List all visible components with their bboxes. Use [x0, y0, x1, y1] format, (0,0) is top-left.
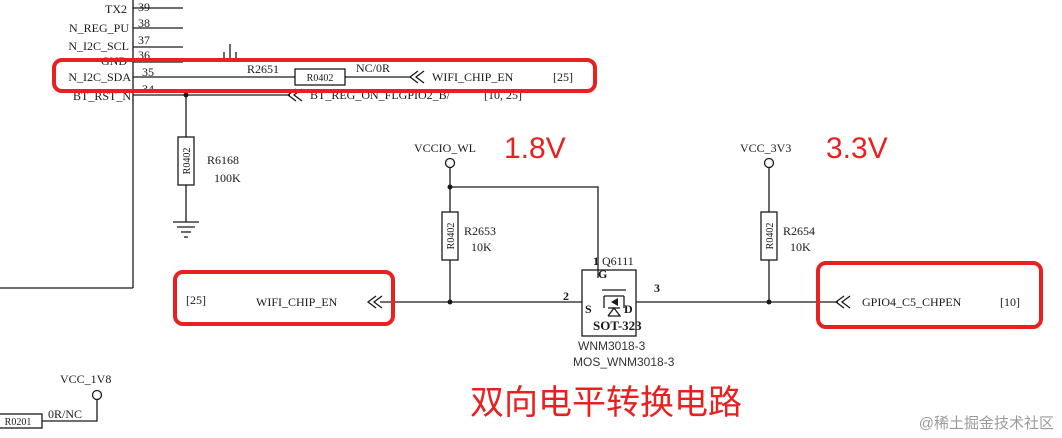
pin-label-n-i2c-scl: N_I2C_SCL: [68, 39, 129, 53]
vccio-wl-terminal: [444, 157, 456, 169]
mosfet-pin-num-d: 3: [654, 281, 660, 295]
caption: 双向电平转换电路: [470, 384, 742, 422]
mosfet-pin-num-s: 2: [563, 289, 569, 303]
net-arrow-left-2: [372, 295, 383, 309]
mosfet-pin-label-d: D: [624, 302, 633, 316]
vcc-1v8-block: VCC_1V8 R0201 0R/NC: [0, 372, 111, 429]
vcc-1v8-name: VCC_1V8: [60, 372, 111, 386]
net-left-ref: [25]: [186, 293, 206, 307]
net-right-name: GPIO4_C5_CHPEN: [862, 295, 962, 309]
level-shifter: VCCIO_WL 1.8V R0402 R2653 10K WIFI_CHIP_…: [173, 132, 1043, 369]
pin-num-38: 38: [138, 16, 150, 30]
vcc-1v8-wire: [42, 400, 98, 422]
pin-num-39: 39: [138, 0, 150, 14]
r2653-value: 10K: [471, 240, 492, 254]
net-arrow-top-1: [408, 70, 419, 84]
mosfet-q6111-body: [581, 269, 637, 337]
r2653-package: R0402: [446, 223, 457, 250]
r2651-value: NC/0R: [356, 61, 390, 75]
mosfet-package: SOT-323: [593, 318, 642, 333]
watermark: @稀土掘金技术社区: [919, 415, 1054, 432]
net-arrow-top-2: [414, 70, 425, 84]
r2654-value: 10K: [790, 240, 811, 254]
pin-label-n-reg-pu: N_REG_PU: [69, 21, 129, 35]
mosfet-pin-label-s: S: [585, 302, 592, 316]
r2654-ref: R2654: [783, 224, 815, 238]
r6168-package: R0402: [182, 148, 193, 175]
mosfet-model: MOS_WNM3018-3: [573, 355, 675, 369]
r2653-ref: R2653: [464, 224, 496, 238]
resistor-r0201: [0, 413, 43, 429]
net-top-name: WIFI_CHIP_EN: [432, 70, 514, 84]
r2654-package: R0402: [765, 223, 776, 250]
gate-wire: [450, 186, 599, 276]
pin-num-37: 37: [138, 33, 150, 47]
net-arrow-right-2: [840, 295, 851, 309]
r6168-ref: R6168: [207, 153, 239, 167]
highlight-top-net: [52, 58, 597, 93]
rail-high-voltage: 3.3V: [826, 132, 888, 165]
ground-symbol: [173, 221, 199, 238]
ic-pin-block: TX2 39 N_REG_PU 38 N_I2C_SCL 37 GND 36 N…: [0, 0, 183, 289]
rail-low-name: VCCIO_WL: [414, 141, 476, 155]
mosfet-arrow: [611, 298, 618, 306]
mosfet-part: WNM3018-3: [578, 339, 646, 353]
net-arrow-right-1: [834, 295, 845, 309]
r2651-ref: R2651: [247, 62, 279, 76]
net-right-ref: [10]: [1000, 295, 1020, 309]
rail-low-voltage: 1.8V: [504, 132, 566, 165]
r0201-package: R0201: [5, 417, 32, 428]
highlight-left-net: [173, 270, 395, 326]
mosfet-ref: Q6111: [602, 254, 634, 268]
pin-label-tx2: TX2: [105, 2, 127, 16]
mosfet-body-diode: [607, 306, 622, 317]
top-nets: R0402 R2651 NC/0R WIFI_CHIP_EN [25] BT_R…: [173, 44, 573, 238]
vcc-3v3-terminal: [763, 157, 775, 169]
pin-label-n-i2c-sda: N_I2C_SDA: [68, 70, 131, 84]
net-left-name: WIFI_CHIP_EN: [256, 295, 338, 309]
highlight-right-net: [816, 261, 1043, 329]
r0201-value: 0R/NC: [48, 407, 82, 421]
r2651-package: R0402: [307, 73, 334, 84]
mosfet-pin-label-g: G: [598, 267, 607, 281]
pin-num-35: 35: [142, 65, 154, 79]
net-arrow-left-1: [366, 295, 377, 309]
mosfet-pin-num-g: 1: [593, 254, 599, 268]
r6168-value: 100K: [214, 171, 241, 185]
rail-high-name: VCC_3V3: [740, 141, 791, 155]
vcc-1v8-terminal: [91, 389, 103, 401]
net-top-ref: [25]: [553, 70, 573, 84]
